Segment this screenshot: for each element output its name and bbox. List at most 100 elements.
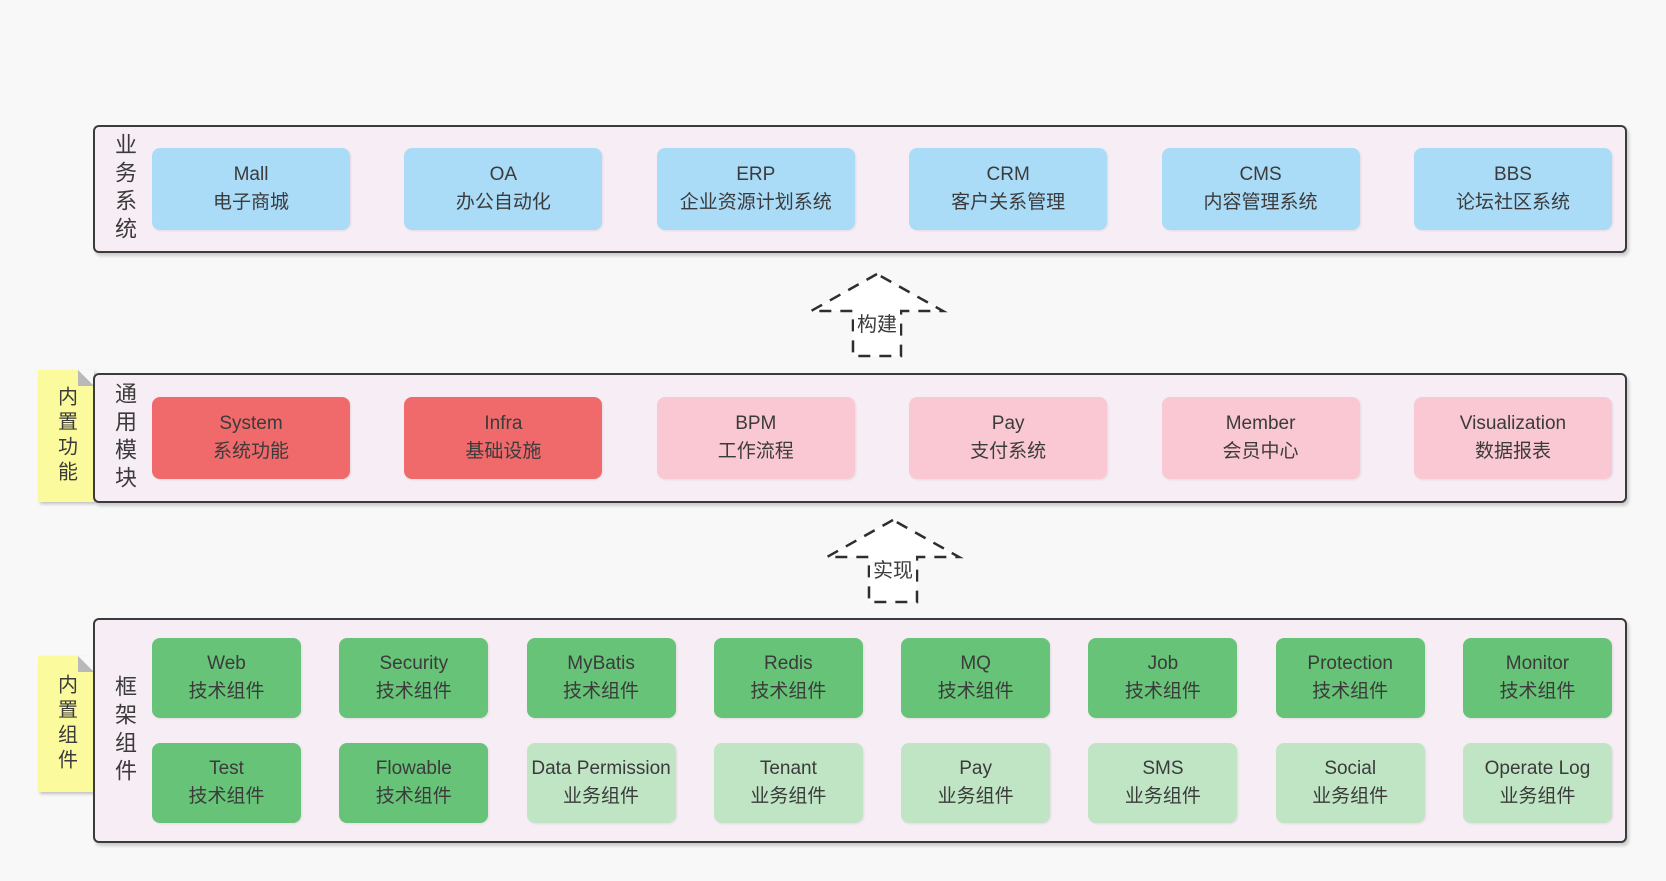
- box-name: CRM: [986, 164, 1030, 186]
- box-name: OA: [489, 164, 518, 186]
- box-desc: 技术组件: [188, 681, 265, 702]
- box-desc: 技术组件: [750, 681, 827, 702]
- box-desc: 技术组件: [937, 681, 1014, 702]
- box-name: Infra: [484, 413, 523, 435]
- box-name: Pay: [991, 413, 1025, 435]
- band-common-modules: 通用模块 System 系统功能 Infra 基础设施 BPM 工作流程 Pay 支付系统 Me…: [93, 373, 1627, 503]
- box-mybatis: MyBatis 技术组件: [526, 638, 676, 718]
- box-name: MQ: [960, 653, 991, 675]
- box-name: Member: [1225, 413, 1296, 435]
- box-bpm: BPM 工作流程: [656, 397, 855, 479]
- box-desc: 业务组件: [1124, 786, 1201, 807]
- box-name: Data Permission: [531, 758, 671, 780]
- box-desc: 支付系统: [970, 441, 1047, 462]
- band-label: 业务系统: [112, 133, 137, 245]
- box-desc: 技术组件: [375, 681, 452, 702]
- box-name: Test: [209, 758, 244, 780]
- box-data-permission: Data Permission 业务组件: [526, 743, 676, 823]
- box-desc: 办公自动化: [455, 192, 551, 213]
- box-job: Job 技术组件: [1088, 638, 1238, 718]
- box-crm: CRM 客户关系管理: [909, 148, 1108, 230]
- box-desc: 系统功能: [212, 441, 289, 462]
- box-name: Flowable: [375, 758, 452, 780]
- sticky-note-builtin-features: 内置功能: [38, 370, 94, 502]
- box-desc: 电子商城: [212, 192, 289, 213]
- box-operate-log: Operate Log 业务组件: [1462, 743, 1612, 823]
- box-desc: 技术组件: [1312, 681, 1389, 702]
- box-name: ERP: [736, 164, 776, 186]
- box-pay: Pay 业务组件: [901, 743, 1051, 823]
- box-visualization: Visualization 数据报表: [1413, 397, 1612, 479]
- box-name: Mall: [233, 164, 269, 186]
- box-name: Web: [207, 653, 246, 675]
- dashed-up-arrow-build: 构建: [806, 271, 948, 359]
- box-name: BBS: [1493, 164, 1532, 186]
- box-desc: 基础设施: [465, 441, 542, 462]
- sticky-note-builtin-components: 内置组件: [38, 656, 94, 792]
- arrow-label: 构建: [854, 308, 900, 337]
- box-oa: OA 办公自动化: [404, 148, 603, 230]
- box-mall: Mall 电子商城: [152, 148, 350, 230]
- box-desc: 客户关系管理: [951, 192, 1066, 213]
- box-name: BPM: [735, 413, 777, 435]
- arrow-label: 实现: [870, 554, 916, 583]
- box-desc: 会员中心: [1222, 441, 1299, 462]
- box-infra: Infra 基础设施: [404, 397, 603, 479]
- box-desc: 业务组件: [1499, 786, 1576, 807]
- box-name: System: [219, 413, 283, 435]
- box-member: Member 会员中心: [1161, 397, 1360, 479]
- box-desc: 内容管理系统: [1203, 192, 1318, 213]
- band-label: 框架组件: [112, 674, 137, 787]
- box-name: Social: [1324, 758, 1377, 780]
- box-name: Visualization: [1459, 413, 1567, 435]
- box-desc: 业务组件: [563, 786, 640, 807]
- box-name: Operate Log: [1484, 758, 1591, 780]
- box-name: Security: [379, 653, 449, 675]
- box-name: SMS: [1142, 758, 1184, 780]
- box-desc: 技术组件: [1499, 681, 1576, 702]
- box-desc: 技术组件: [375, 786, 452, 807]
- box-desc: 业务组件: [937, 786, 1014, 807]
- box-name: Pay: [959, 758, 992, 780]
- box-name: Job: [1147, 653, 1179, 675]
- box-redis: Redis 技术组件: [713, 638, 863, 718]
- box-mq: MQ 技术组件: [901, 638, 1051, 718]
- box-desc: 技术组件: [1124, 681, 1201, 702]
- box-name: Protection: [1307, 653, 1393, 675]
- sticky-note-label: 内置功能: [54, 386, 77, 486]
- box-monitor: Monitor 技术组件: [1462, 638, 1612, 718]
- dashed-up-arrow-implement: 实现: [822, 517, 964, 605]
- box-web: Web 技术组件: [152, 638, 301, 718]
- diagram-row: System 系统功能 Infra 基础设施 BPM 工作流程 Pay 支付系统 Member 会…: [152, 397, 1612, 479]
- box-system: System 系统功能: [152, 397, 350, 479]
- box-name: Redis: [764, 653, 813, 675]
- box-cms: CMS 内容管理系统: [1161, 148, 1360, 230]
- box-desc: 数据报表: [1474, 441, 1551, 462]
- sticky-note-label: 内置组件: [54, 674, 77, 774]
- box-social: Social 业务组件: [1275, 743, 1425, 823]
- box-flowable: Flowable 技术组件: [339, 743, 489, 823]
- box-desc: 业务组件: [1312, 786, 1389, 807]
- box-name: Monitor: [1505, 653, 1570, 675]
- box-sms: SMS 业务组件: [1088, 743, 1238, 823]
- box-desc: 工作流程: [717, 441, 794, 462]
- box-protection: Protection 技术组件: [1275, 638, 1425, 718]
- box-desc: 技术组件: [188, 786, 265, 807]
- box-name: CMS: [1239, 164, 1282, 186]
- box-name: MyBatis: [567, 653, 635, 675]
- box-security: Security 技术组件: [339, 638, 489, 718]
- box-desc: 技术组件: [563, 681, 640, 702]
- box-desc: 业务组件: [750, 786, 827, 807]
- band-label: 通用模块: [112, 382, 137, 494]
